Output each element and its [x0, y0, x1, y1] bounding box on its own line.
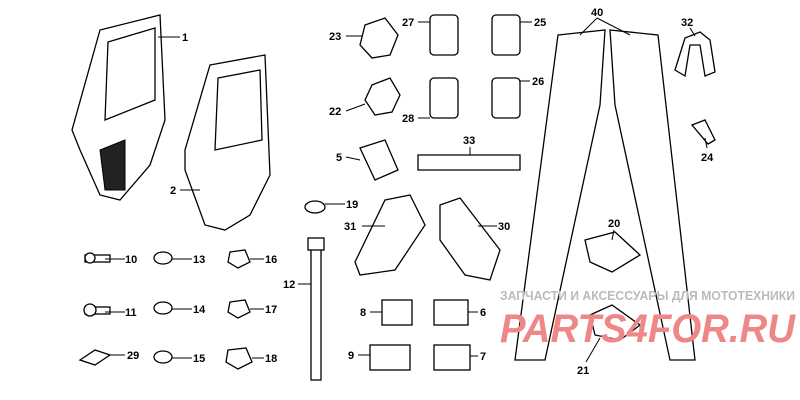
callout-7: 7 [480, 351, 486, 363]
callout-31: 31 [344, 221, 356, 233]
callout-40: 40 [591, 7, 603, 19]
part-pin [690, 119, 716, 145]
leader-lines [105, 17, 708, 363]
callout-5: 5 [336, 152, 342, 164]
part-frame [514, 29, 696, 361]
callout-10: 10 [125, 254, 137, 266]
callout-1: 1 [182, 32, 188, 44]
callout-2: 2 [170, 185, 176, 197]
callout-9: 9 [348, 350, 354, 362]
part-brackets [359, 14, 521, 181]
callout-14: 14 [193, 304, 206, 316]
watermark-logo: PARTS4FOR.RU [500, 307, 796, 351]
callout-20: 20 [608, 218, 620, 230]
callout-28: 28 [402, 113, 414, 125]
part-plate-6 [433, 299, 469, 326]
callout-30: 30 [498, 221, 510, 233]
callout-25: 25 [534, 17, 546, 29]
callout-11: 11 [125, 307, 137, 319]
part-plate-7 [433, 344, 471, 371]
callout-15: 15 [193, 353, 205, 365]
part-fasteners [78, 200, 326, 381]
part-door-rear [184, 54, 271, 231]
callout-12: 12 [283, 279, 295, 291]
part-mirrors [354, 194, 501, 281]
part-plate-8 [381, 299, 413, 326]
callout-8: 8 [360, 307, 366, 319]
part-bracket-21 [589, 304, 642, 341]
part-clamp [674, 31, 716, 78]
callout-33: 33 [463, 135, 475, 147]
callout-13: 13 [193, 254, 205, 266]
callout-6: 6 [480, 307, 486, 319]
callout-26: 26 [532, 76, 544, 88]
callout-16: 16 [265, 254, 277, 266]
callout-23: 23 [329, 31, 341, 43]
callout-32: 32 [681, 17, 693, 29]
part-bracket-20 [584, 231, 642, 273]
callout-17: 17 [265, 304, 277, 316]
callout-19: 19 [346, 199, 358, 211]
callout-29: 29 [127, 350, 139, 362]
callout-21: 21 [577, 365, 589, 377]
part-door-front [71, 14, 166, 201]
callout-18: 18 [265, 353, 277, 365]
callout-24: 24 [701, 152, 714, 164]
part-plate-9 [369, 344, 411, 371]
callout-22: 22 [329, 106, 341, 118]
callout-27: 27 [402, 17, 414, 29]
watermark-text: ЗАПЧАСТИ И АКСЕССУАРЫ ДЛЯ МОТОТЕХНИКИ [500, 288, 795, 303]
